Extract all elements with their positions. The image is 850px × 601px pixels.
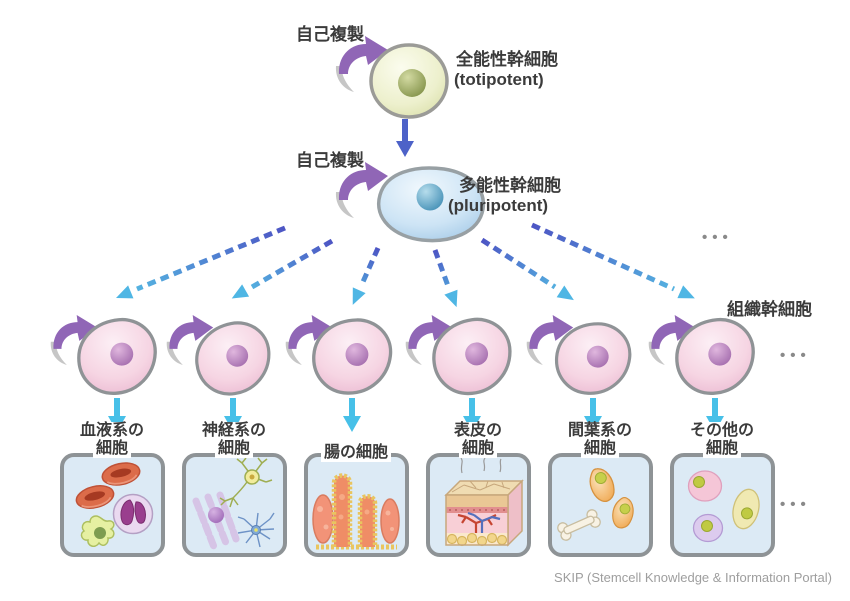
lineage-label-line: 細胞 <box>92 440 131 458</box>
other-cells-illustration <box>687 470 760 543</box>
differentiation-dashed-arrows <box>115 222 695 308</box>
lineage-label-line: 細胞 <box>580 440 619 458</box>
lineage-label-line: その他の <box>686 422 757 440</box>
tissue-stem-cell-icon <box>306 315 398 399</box>
lineage-label-line: 神経系の <box>198 422 269 440</box>
tissue-stem-cell-icon <box>669 315 761 399</box>
ellipsis-arrows: ••• <box>702 229 733 246</box>
lineage-label-line: 血液系の <box>76 422 147 440</box>
lineage-box-blood <box>60 453 165 557</box>
lineage-label-line: 細胞 <box>214 440 253 458</box>
intestine-villi-illustration <box>312 473 400 550</box>
pluripotent-label-en: (pluripotent) <box>448 196 549 215</box>
skin-section-illustration <box>444 457 524 547</box>
lineage-label-other: その他の 細胞 <box>662 422 782 458</box>
nerve-cells-illustration <box>192 457 275 551</box>
tissue-stem-cell-group <box>533 313 653 438</box>
lineage-box-nerve <box>182 453 287 557</box>
lineage-label-nerve: 神経系の 細胞 <box>174 422 294 458</box>
lineage-label-line: 間葉系の <box>564 422 635 440</box>
tissue-stem-cell-group <box>57 313 177 438</box>
tissue-stem-cell-icon <box>71 315 163 399</box>
blood-cells-illustration <box>75 462 154 548</box>
mesenchymal-cells-illustration <box>557 468 634 541</box>
lineage-label-blood: 血液系の 細胞 <box>52 422 172 458</box>
totipotent-label-ja: 全能性幹細胞 <box>456 50 558 69</box>
credit-text: SKIP (Stemcell Knowledge & Information P… <box>554 570 832 585</box>
tissue-stem-cell-group <box>412 313 532 438</box>
ellipsis-boxes: ••• <box>780 496 811 513</box>
lineage-box-mesenchymal <box>548 453 653 557</box>
lineage-label-mesenchymal: 間葉系の 細胞 <box>540 422 660 458</box>
ellipsis-cells: ••• <box>780 347 811 364</box>
lineage-label-epidermis: 表皮の 細胞 <box>418 422 538 458</box>
lineage-label-line: 腸の細胞 <box>320 444 391 462</box>
self-renewal-label-mid: 自己複製 <box>296 151 364 170</box>
tissue-stem-cell-icon <box>547 319 639 399</box>
tissue-stem-cell-icon <box>187 319 279 399</box>
tissue-stem-cell-icon <box>426 315 518 399</box>
totipotent-cell-icon <box>369 43 449 119</box>
arrow-totipotent-to-pluripotent-icon <box>396 119 414 159</box>
lineage-box-other <box>670 453 775 557</box>
lineage-box-intestine <box>304 453 409 557</box>
lineage-box-epidermis <box>426 453 531 557</box>
tissue-stem-label: 組織幹細胞 <box>727 300 812 319</box>
lineage-label-line: 表皮の <box>450 422 505 440</box>
lineage-label-line: 細胞 <box>702 440 741 458</box>
totipotent-label-en: (totipotent) <box>454 70 544 89</box>
self-renewal-label-top: 自己複製 <box>296 25 364 44</box>
pluripotent-cell-icon <box>376 166 486 243</box>
lineage-label-intestine: 腸の細胞 <box>296 422 416 462</box>
pluripotent-label-ja: 多能性幹細胞 <box>459 176 561 195</box>
tissue-stem-cell-group <box>173 313 293 438</box>
tissue-stem-cell-group <box>655 313 775 438</box>
tissue-stem-cell-group <box>292 313 412 438</box>
lineage-label-line: 細胞 <box>458 440 497 458</box>
